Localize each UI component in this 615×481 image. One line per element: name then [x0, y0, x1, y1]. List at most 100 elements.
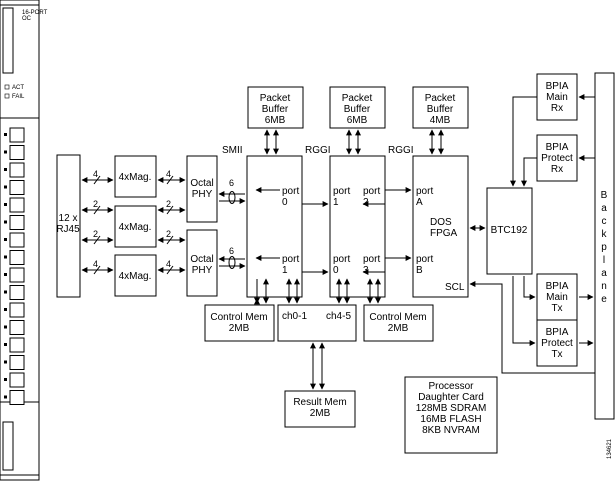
smii-label: SMII — [222, 145, 243, 156]
bus-width-label: 6 — [229, 246, 234, 256]
ch01-label: ch0-1 — [282, 311, 307, 322]
rj45-port-icon[interactable] — [9, 127, 25, 143]
magnetics-to-phy-links — [157, 175, 186, 275]
port-led-icon — [4, 360, 7, 364]
port-led-icon — [4, 273, 7, 276]
rj45-port-icon[interactable] — [9, 232, 25, 248]
ejector-top[interactable] — [2, 7, 14, 74]
btc192-block: BTC192 — [486, 187, 533, 275]
inter-fpga-port-links — [255, 187, 412, 275]
rj45-to-magnetics-links — [81, 175, 114, 275]
rj45-port-icon[interactable] — [9, 302, 25, 318]
bus-width-label: 4 — [166, 259, 171, 269]
rj45-port-icon[interactable] — [9, 372, 25, 388]
memory-links — [254, 278, 381, 390]
rj45-port-icon[interactable] — [9, 390, 25, 405]
port-led-icon — [4, 290, 7, 294]
bus-width-label: 2 — [93, 199, 98, 209]
rj45-port-icon[interactable] — [9, 145, 25, 160]
magnetics-middle: 4xMag. — [114, 205, 157, 248]
led-act-label: ACT — [12, 85, 24, 91]
led-fail-icon — [4, 93, 10, 99]
svg-text:4xMag.: 4xMag. — [119, 222, 152, 233]
bpia-links — [469, 94, 595, 374]
rj45-port-icon[interactable] — [9, 337, 25, 353]
bus-width-label: 4 — [93, 169, 98, 179]
port-led-icon — [4, 203, 7, 206]
bus-width-label: 2 — [166, 199, 171, 209]
packet-buffer-links — [264, 129, 444, 155]
rj45-port-icon[interactable] — [9, 215, 25, 230]
rj45-port-icon[interactable] — [9, 355, 25, 370]
port-led-icon — [4, 378, 7, 381]
phy-to-fpga-links — [218, 191, 246, 269]
rj45-port-icon[interactable] — [9, 320, 25, 335]
magnetics-top: 4xMag. — [114, 155, 157, 198]
port-led-icon — [4, 168, 7, 171]
bus-width-label: 6 — [229, 178, 234, 188]
svg-text:BTC192: BTC192 — [491, 225, 528, 236]
bus-width-label: 2 — [93, 229, 98, 239]
rggi-label-2: RGGI — [388, 145, 414, 156]
port-led-icon — [4, 238, 7, 241]
rj45-port-icon[interactable] — [9, 285, 25, 300]
port-led-icon — [4, 395, 7, 399]
led-act-icon — [4, 84, 10, 90]
port-led-icon — [4, 133, 7, 136]
led-fail-label: FAIL — [12, 94, 25, 100]
bus-width-label: 4 — [166, 169, 171, 179]
rj45-port-icon[interactable] — [9, 267, 25, 283]
ejector-bottom[interactable] — [2, 421, 14, 471]
port-led-icon — [4, 325, 7, 329]
port-led-icon — [4, 220, 7, 224]
port-led-icon — [4, 255, 7, 259]
port-led-icon — [4, 150, 7, 154]
rj45-port-icon[interactable] — [9, 197, 25, 213]
rggi-label-1: RGGI — [305, 145, 331, 156]
svg-text:4xMag.: 4xMag. — [119, 172, 152, 183]
rj45-port-icon[interactable] — [9, 250, 25, 265]
bus-width-label: 4 — [93, 259, 98, 269]
rj45-port-icon[interactable] — [9, 162, 25, 178]
rj45-port-icon[interactable] — [9, 180, 25, 195]
